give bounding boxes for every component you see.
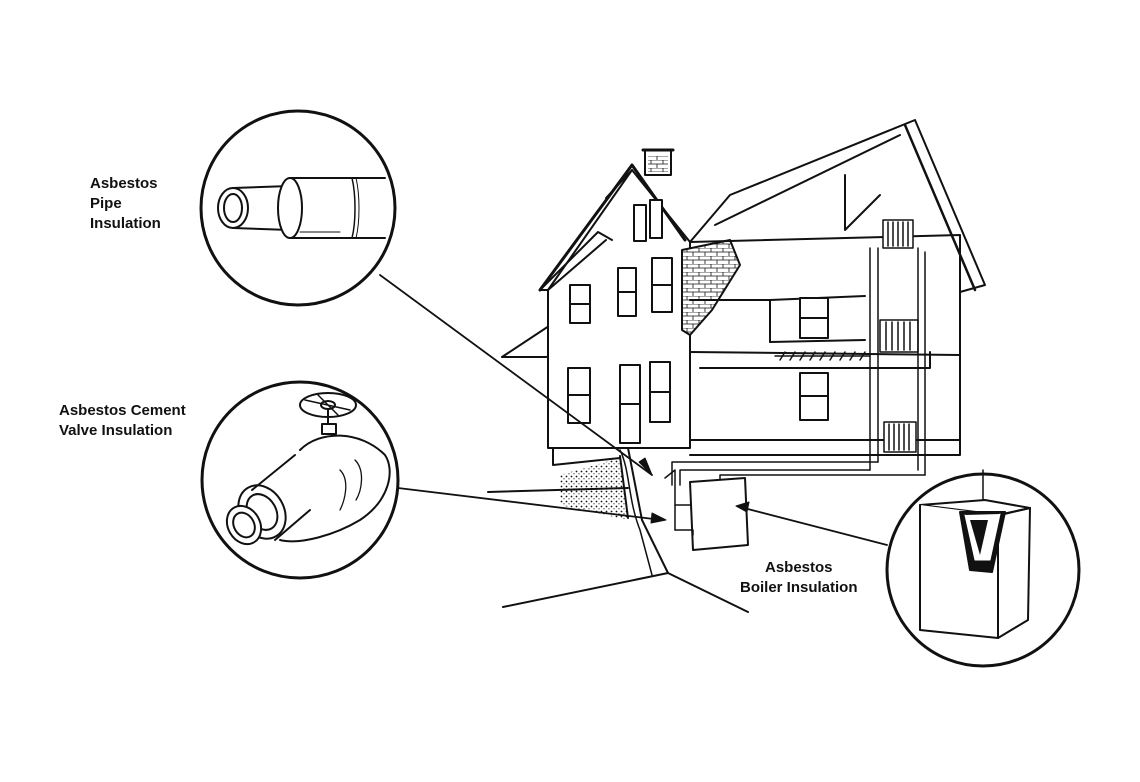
valve-label-line-1: Asbestos Cement <box>59 401 186 421</box>
radiator <box>883 220 913 248</box>
window <box>652 258 672 312</box>
valve-insulation-label: Asbestos Cement Valve Insulation <box>59 401 186 441</box>
pipe-insulation-label: Asbestos Pipe Insulation <box>90 174 161 234</box>
window <box>800 373 828 420</box>
window <box>570 285 590 323</box>
pipe-insulation-callout <box>201 111 395 305</box>
boiler-insulation-label: Asbestos Boiler Insulation <box>740 558 858 598</box>
window <box>800 298 828 338</box>
pipe-label-line-2: Pipe <box>90 194 161 214</box>
boiler-label-line-2: Boiler Insulation <box>740 578 858 598</box>
boiler-label-line-1: Asbestos <box>740 558 858 578</box>
valve-label-line-2: Valve Insulation <box>59 421 186 441</box>
pipe-label-line-1: Asbestos <box>90 174 161 194</box>
valve-insulation-callout <box>202 382 398 578</box>
window <box>618 268 636 316</box>
pipe-label-line-3: Insulation <box>90 214 161 234</box>
door <box>620 365 640 443</box>
boiler-insulation-callout <box>887 470 1079 666</box>
window <box>650 362 670 422</box>
boiler <box>665 470 748 550</box>
radiator <box>884 422 916 452</box>
radiator <box>880 320 918 352</box>
